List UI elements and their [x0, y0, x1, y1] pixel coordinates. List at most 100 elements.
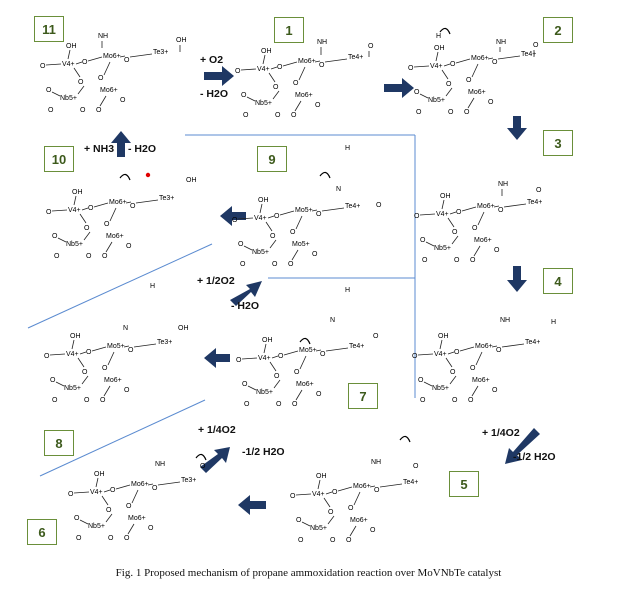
s2-o4: O [466, 77, 472, 84]
s10-o8: O [52, 233, 58, 240]
s1-nh: NH [317, 39, 327, 46]
bond [147, 483, 154, 486]
bond [455, 58, 471, 64]
arrow-6-to-8 [200, 447, 230, 473]
s9-nb-atom: Nb5+ [252, 249, 269, 256]
bond [447, 217, 455, 228]
reagent-h2o-label-4: -1/2 H2O [513, 451, 556, 463]
s2-o3: O [492, 59, 498, 66]
s8-o2: O [86, 349, 92, 356]
bond [93, 202, 109, 208]
s1-o1: O [235, 68, 241, 75]
s7-electron-arrow [299, 337, 311, 345]
s11-mo-atom: Mo6+ [103, 53, 121, 60]
s5-mo2-atom: Mo6+ [350, 517, 368, 524]
bond [99, 95, 107, 107]
s9-n: N [336, 186, 341, 193]
bond [435, 51, 439, 62]
bond [321, 207, 345, 212]
s2-o9: O [488, 99, 494, 106]
bond [51, 91, 61, 97]
arrow-11-to-1 [204, 66, 234, 86]
s4-mo-atom: Mo6+ [475, 343, 493, 350]
s8-h: H [150, 283, 155, 290]
s5-o1: O [290, 493, 296, 500]
bond [101, 495, 109, 506]
bond [423, 381, 433, 387]
step-box-10: 10 [44, 146, 74, 172]
s4-o5: O [450, 369, 456, 376]
reagent-h2o-label: - H2O [200, 88, 229, 100]
bond [497, 55, 521, 60]
s11-v-oh: OH [66, 43, 77, 50]
s6-nb-atom: Nb5+ [88, 523, 105, 530]
bond [103, 489, 111, 493]
bond [449, 375, 457, 385]
bond [107, 351, 115, 366]
s7-o8: O [242, 381, 248, 388]
s4-v-atom: V4+ [434, 351, 447, 358]
bond [267, 215, 275, 219]
reagent-o2-label: + O2 [200, 54, 224, 66]
s8-te-oh: OH [178, 325, 189, 332]
s9-o6: O [240, 261, 246, 268]
s2-o2: O [450, 61, 456, 68]
bond [467, 97, 475, 109]
s10-v-atom: V4+ [68, 207, 81, 214]
reagent-h2o-label-9: - H2O [231, 300, 260, 312]
s11-o7: O [80, 107, 86, 114]
bond [75, 61, 83, 65]
s11-o4: O [98, 75, 104, 82]
s11-o1: O [40, 63, 46, 70]
bond [55, 381, 65, 387]
bond [262, 54, 266, 65]
s8-nb-atom: Nb5+ [64, 385, 81, 392]
s1-o6: O [243, 112, 249, 119]
bond [471, 385, 479, 397]
bond [259, 203, 263, 214]
bond [417, 353, 434, 356]
bond [323, 497, 331, 508]
s7-n: N [330, 317, 335, 324]
bond [337, 486, 353, 492]
bond [299, 355, 307, 370]
s9-mo2-atom: Mo5+ [292, 241, 310, 248]
bond [271, 355, 279, 359]
s2-o10: O [464, 109, 470, 116]
bond [51, 209, 68, 212]
bond [105, 241, 113, 253]
s2-nh: NH [496, 39, 506, 46]
arrow-2-to-3 [507, 116, 527, 140]
s2-o7: O [448, 109, 454, 116]
s9-o10: O [288, 261, 294, 268]
bond [119, 55, 126, 58]
s6-o10: O [124, 535, 130, 542]
bond [295, 493, 312, 496]
s10-v-oh: OH [72, 189, 83, 196]
s2-mo-atom: Mo6+ [471, 55, 489, 62]
bond [301, 521, 311, 527]
s7-o3: O [320, 351, 326, 358]
s5-te-o: O [413, 463, 419, 470]
s8-o6: O [52, 397, 58, 404]
bond [353, 491, 361, 506]
bond [295, 215, 303, 230]
s9-o7: O [272, 261, 278, 268]
s8-o4: O [102, 365, 108, 372]
s11-o3: O [124, 57, 130, 64]
bond [461, 206, 477, 212]
bond [135, 199, 159, 204]
s5-o8: O [296, 517, 302, 524]
bond [295, 389, 303, 401]
reagent-nh3-label: + NH3 [84, 143, 115, 155]
step-box-5: 5 [449, 471, 479, 497]
bond [379, 483, 403, 488]
s2-te-atom: Te4+ [521, 51, 536, 58]
s9-te-atom: Te4+ [345, 203, 360, 210]
s3-o3: O [498, 207, 504, 214]
s11-o2: O [82, 59, 88, 66]
s10-o9: O [126, 243, 132, 250]
s5-nh: NH [371, 459, 381, 466]
s2-h: H [436, 33, 441, 40]
s7-o5: O [274, 373, 280, 380]
